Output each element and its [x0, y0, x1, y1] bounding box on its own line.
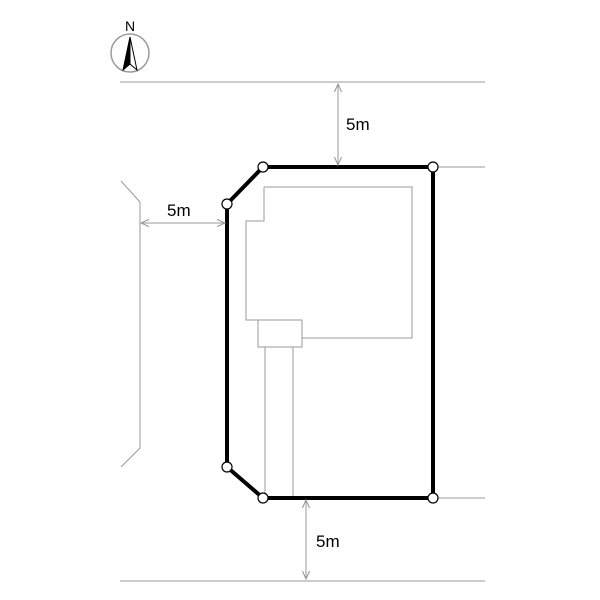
- north-compass: N: [110, 18, 150, 73]
- north-setback-label: 5m: [346, 115, 370, 134]
- entrance-porch: [257, 319, 303, 348]
- north-label: N: [125, 18, 135, 34]
- west-setback-label: 5m: [167, 201, 191, 220]
- west-road-edge: [120, 180, 141, 468]
- boundary-vertex: [427, 161, 439, 173]
- boundary-vertex: [221, 198, 233, 210]
- boundary-vertex: [257, 161, 269, 173]
- north-arrow-icon: [122, 36, 138, 72]
- boundary-vertex: [427, 492, 439, 504]
- boundary-vertex: [221, 461, 233, 473]
- boundary-vertex: [257, 492, 269, 504]
- south-setback-label: 5m: [316, 532, 340, 551]
- building-outline: [245, 186, 413, 339]
